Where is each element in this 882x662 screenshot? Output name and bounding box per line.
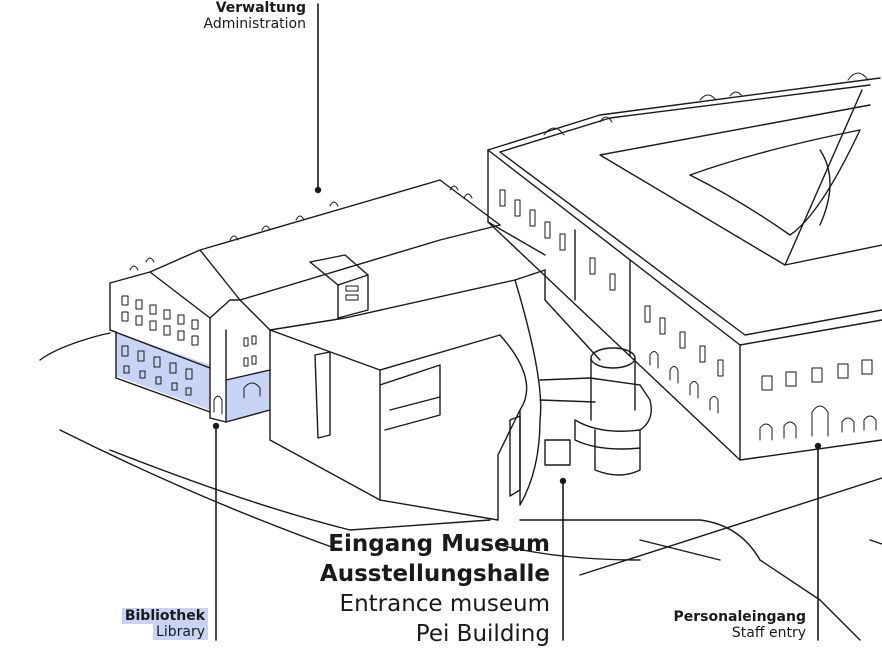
historic-building <box>487 72 882 461</box>
library-highlight-area <box>116 332 210 410</box>
administration-label-de: Verwaltung <box>215 0 306 16</box>
library-label: Bibliothek Library <box>112 608 208 641</box>
administration-label: Verwaltung Administration <box>150 0 306 32</box>
staff-entry-label-de: Personaleingang <box>673 609 806 625</box>
staff-entry-label-en: Staff entry <box>731 625 806 642</box>
library-marker-dot <box>212 422 220 430</box>
staff-entry-label: Personaleingang Staff entry <box>640 609 806 641</box>
entrance-label-line-4: Pei Building <box>415 621 550 647</box>
library-highlight-area-2 <box>226 370 270 422</box>
entrance-label-line-2: Ausstellungshalle <box>319 561 550 587</box>
entrance-marker-dot <box>559 477 567 485</box>
library-label-de: Bibliothek <box>121 608 208 624</box>
leader-lines <box>215 3 819 641</box>
administration-label-en: Administration <box>203 16 306 33</box>
entrance-label: Eingang Museum Ausstellungshalle Entranc… <box>300 529 550 649</box>
library-building <box>109 179 501 423</box>
staff-marker-dot <box>814 442 822 450</box>
entrance-label-line-1: Eingang Museum <box>328 531 550 557</box>
entrance-label-line-3: Entrance museum <box>339 591 550 617</box>
admin-marker-dot <box>314 186 322 194</box>
ground-outline <box>39 332 882 641</box>
library-label-en: Library <box>153 624 208 641</box>
pei-building <box>269 229 652 521</box>
